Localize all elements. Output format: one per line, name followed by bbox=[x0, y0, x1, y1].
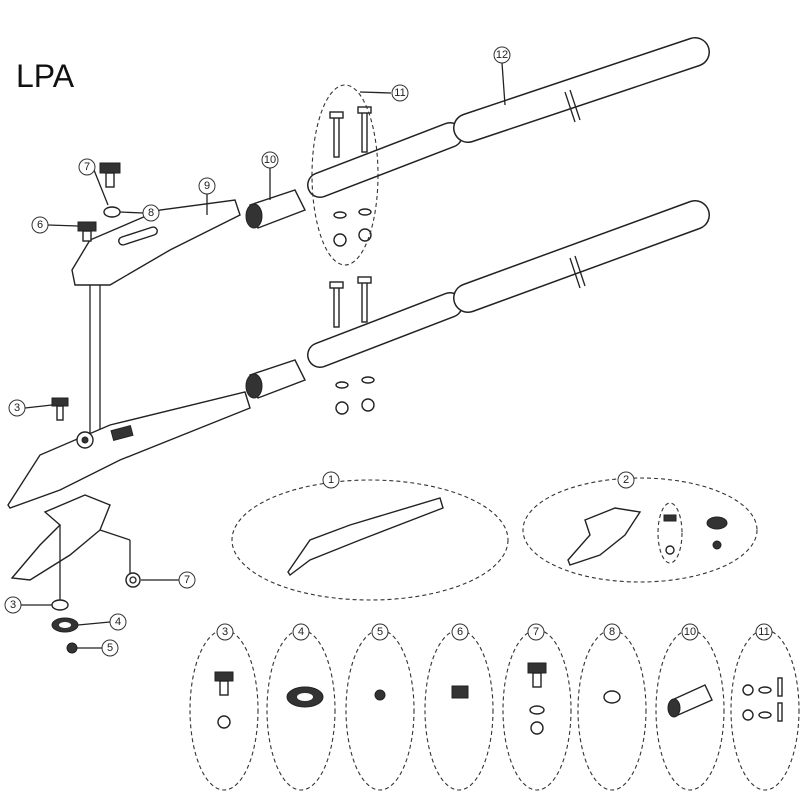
svg-text:7: 7 bbox=[184, 574, 190, 586]
bolt-6 bbox=[77, 221, 97, 242]
handle-sleeve-lower bbox=[245, 359, 306, 399]
callout-row-3: 3 bbox=[216, 623, 234, 641]
svg-text:1: 1 bbox=[328, 474, 334, 486]
svg-text:8: 8 bbox=[609, 626, 615, 638]
callout-4: 4 bbox=[109, 613, 127, 631]
bolts-upper bbox=[329, 106, 372, 247]
callout-3-bottom: 3 bbox=[4, 596, 22, 614]
svg-text:11: 11 bbox=[394, 87, 405, 99]
pivot-bolt-3 bbox=[51, 397, 69, 421]
group-outline-11 bbox=[311, 84, 379, 266]
nut-7 bbox=[125, 572, 141, 588]
group-outline-2 bbox=[522, 477, 758, 583]
callout-row-7: 7 bbox=[527, 623, 545, 641]
cutting-blade bbox=[10, 494, 111, 581]
svg-text:9: 9 bbox=[204, 180, 210, 192]
svg-text:8: 8 bbox=[148, 207, 154, 219]
svg-text:3: 3 bbox=[14, 402, 20, 414]
svg-text:3: 3 bbox=[10, 599, 16, 611]
svg-text:10: 10 bbox=[684, 626, 696, 638]
callout-6: 6 bbox=[31, 216, 49, 234]
handle-sleeve-upper bbox=[245, 189, 306, 229]
svg-text:6: 6 bbox=[457, 626, 463, 638]
svg-text:4: 4 bbox=[298, 626, 304, 638]
svg-text:2: 2 bbox=[623, 474, 629, 486]
svg-text:10: 10 bbox=[264, 154, 276, 166]
callout-row-6: 6 bbox=[451, 623, 469, 641]
group-outline-1 bbox=[231, 479, 509, 601]
callout-5: 5 bbox=[101, 639, 119, 657]
svg-text:6: 6 bbox=[37, 219, 43, 231]
leader-lines bbox=[21, 62, 506, 649]
callout-row-10: 10 bbox=[681, 623, 699, 641]
callout-row-8: 8 bbox=[603, 623, 621, 641]
callout-row-11: 11 bbox=[755, 623, 773, 641]
upper-handle bbox=[307, 37, 710, 198]
svg-text:11: 11 bbox=[758, 626, 769, 638]
callout-row-5: 5 bbox=[371, 623, 389, 641]
callout-7-bottom: 7 bbox=[178, 571, 196, 589]
svg-text:12: 12 bbox=[496, 49, 508, 61]
callout-7-top: 7 bbox=[78, 158, 96, 176]
callout-12: 12 bbox=[493, 46, 511, 64]
blade-assembly bbox=[567, 507, 642, 566]
callout-row-4: 4 bbox=[292, 623, 310, 641]
callout-8: 8 bbox=[142, 204, 160, 222]
link-plate bbox=[71, 199, 241, 286]
callout-9: 9 bbox=[198, 177, 216, 195]
anvil-head bbox=[7, 391, 251, 509]
svg-text:7: 7 bbox=[533, 626, 539, 638]
callout-10: 10 bbox=[261, 151, 279, 169]
svg-text:7: 7 bbox=[84, 161, 90, 173]
washer-3 bbox=[51, 599, 69, 611]
model-title: LPA bbox=[16, 58, 75, 94]
callout-11: 11 bbox=[391, 84, 409, 102]
lower-handle bbox=[307, 200, 710, 368]
bolts-lower bbox=[329, 276, 375, 415]
callout-3-top: 3 bbox=[8, 399, 26, 417]
svg-text:3: 3 bbox=[222, 626, 228, 638]
anvil-head-assembly bbox=[287, 497, 444, 577]
plate-4 bbox=[51, 617, 79, 633]
washer-8 bbox=[103, 206, 121, 218]
callout-1: 1 bbox=[322, 471, 340, 489]
svg-text:4: 4 bbox=[115, 616, 121, 628]
svg-text:5: 5 bbox=[107, 642, 113, 654]
callout-2: 2 bbox=[617, 471, 635, 489]
screw-5 bbox=[66, 642, 78, 654]
svg-text:5: 5 bbox=[377, 626, 383, 638]
parts-row bbox=[189, 629, 800, 791]
bolt-7-top bbox=[99, 162, 121, 188]
